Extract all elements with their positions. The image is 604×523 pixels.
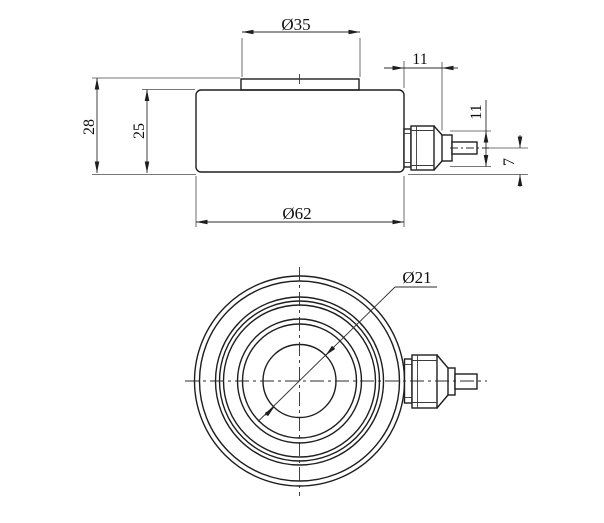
dim-label: Ø35 [281, 15, 310, 34]
dim-body-diameter: Ø62 [195, 176, 405, 227]
connector-collar [447, 367, 456, 396]
dim-pin-offset: 7 [408, 135, 528, 187]
dimension-arrow [325, 345, 336, 356]
plan-view: Ø21 [185, 267, 487, 496]
taper-bottom [433, 160, 443, 171]
dim-label: Ø62 [282, 204, 311, 223]
connector-plan [403, 354, 478, 409]
dim-total-height: 28 [81, 77, 240, 175]
dim-boss-diameter: Ø35 [241, 15, 361, 77]
body-outline [195, 89, 405, 173]
dim-label: Ø21 [402, 268, 431, 287]
boss-outline [240, 78, 360, 91]
front-view: Ø35 11 28 25 1 [81, 15, 528, 227]
connector-nut [411, 354, 438, 409]
connector-nut [410, 125, 435, 171]
taper-top [436, 354, 449, 369]
dim-label: 25 [131, 123, 148, 139]
dimension-arrow [264, 406, 275, 417]
dim-inner-diameter: Ø21 [257, 268, 437, 422]
connector-side [403, 125, 489, 171]
taper-bottom [436, 394, 449, 409]
taper-top [433, 125, 443, 136]
dim-connector-length: 11 [384, 51, 458, 131]
dim-label: 7 [501, 158, 518, 166]
dim-label: 11 [468, 104, 485, 119]
connector-neck [403, 128, 412, 168]
dim-body-height: 25 [131, 89, 195, 173]
dim-label: 11 [412, 51, 427, 68]
dim-label: 28 [81, 119, 98, 135]
connector-pin [454, 373, 478, 390]
dim-connector-diameter: 11 [450, 100, 491, 167]
